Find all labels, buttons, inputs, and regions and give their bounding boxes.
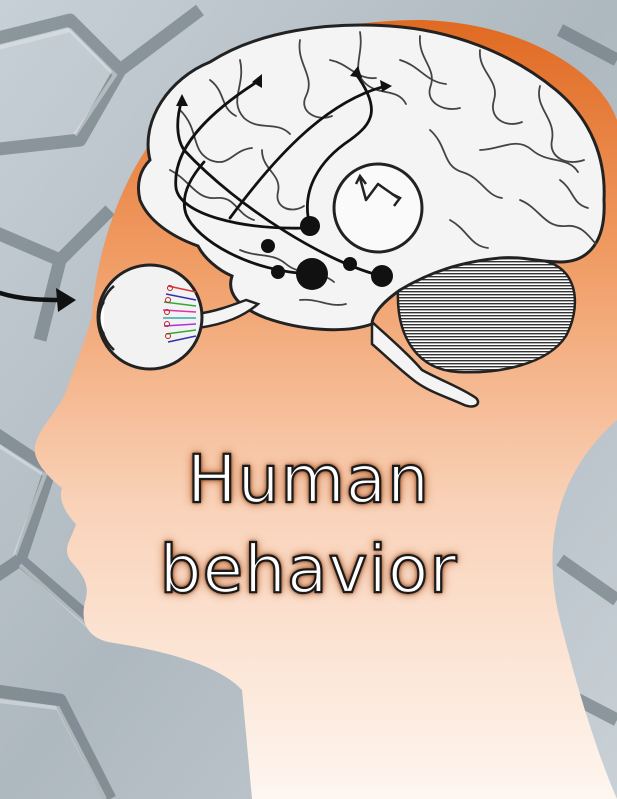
neuron-node-icon [343, 257, 357, 271]
neuron-node-icon [371, 265, 393, 287]
eye-icon [98, 265, 202, 369]
title-line-2: behavior [0, 530, 617, 610]
neuron-node-icon [296, 258, 328, 290]
clock-icon [334, 164, 422, 252]
title-line-1: Human [0, 440, 617, 520]
neuron-node-icon [300, 216, 320, 236]
neuron-node-icon [261, 239, 275, 253]
neuron-node-icon [271, 265, 285, 279]
